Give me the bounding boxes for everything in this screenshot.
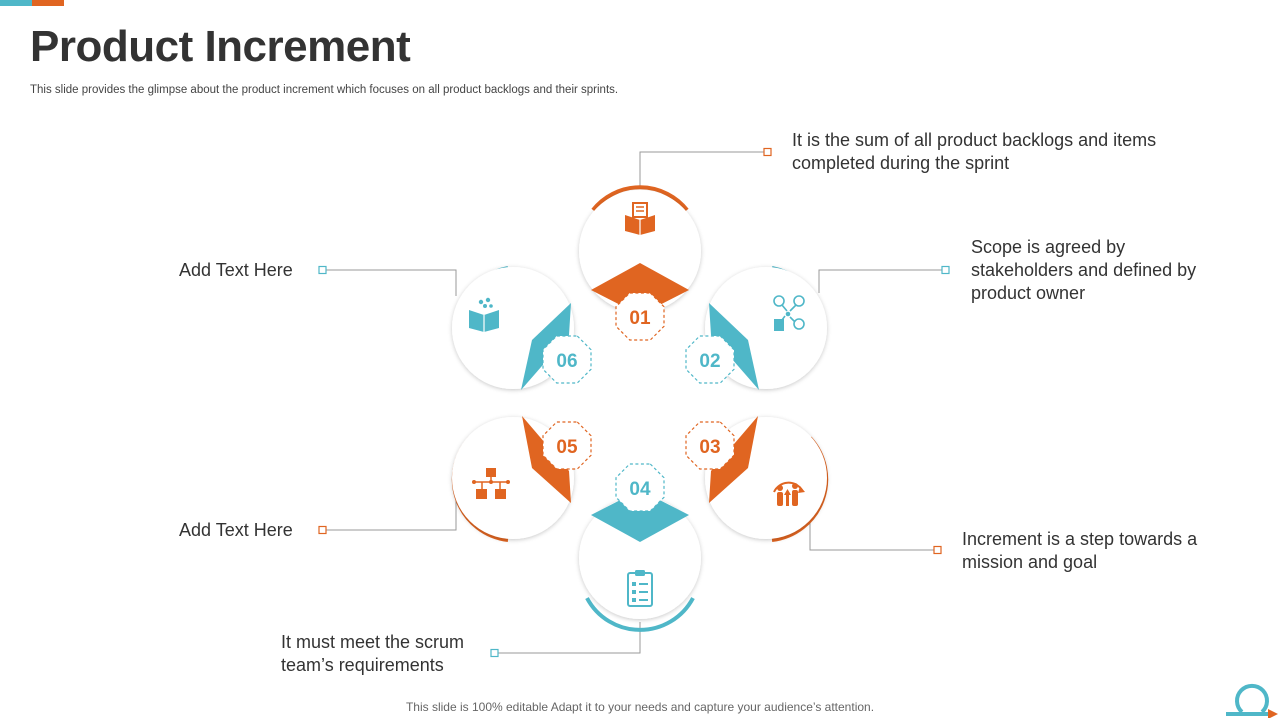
number-badge-02 — [685, 335, 735, 384]
arc-01 — [591, 185, 689, 212]
number-badge-03 — [685, 421, 735, 470]
wedge-02 — [709, 303, 759, 390]
number-label-03: 03 — [699, 437, 720, 458]
connector-marker-05 — [318, 525, 327, 535]
wedge-03 — [709, 416, 758, 503]
footer-note: This slide is 100% editable Adapt it to … — [405, 700, 875, 714]
step-text-06: Add Text Here — [179, 260, 293, 280]
connector-marker-03 — [933, 545, 942, 555]
step-text-04: It must meet the scrum team’s requiremen… — [281, 632, 465, 675]
connector-marker-02 — [941, 265, 950, 275]
box-hierarchy-icon — [472, 468, 510, 499]
connector-line-03 — [809, 517, 934, 551]
connector-line-04 — [498, 622, 641, 654]
number-badge-01 — [615, 292, 665, 341]
arc-04 — [585, 597, 695, 632]
refresh-logo-icon — [1226, 683, 1278, 718]
wedge-04 — [591, 490, 689, 542]
wedge-05 — [522, 416, 571, 503]
step-text-03: Increment is a step towards a mission an… — [962, 529, 1198, 572]
page-subtitle: This slide provides the glimpse about th… — [30, 84, 619, 96]
open-box-icon — [469, 297, 499, 332]
wedge-01 — [591, 263, 689, 315]
number-label-01: 01 — [629, 308, 651, 329]
step-text-05: Add Text Here — [179, 520, 293, 540]
connector-line-06 — [326, 269, 457, 296]
connector-marker-06 — [318, 265, 327, 275]
page-title: Product Increment — [30, 22, 411, 71]
people-growth-icon — [773, 481, 805, 506]
corner-accent-teal — [0, 0, 32, 6]
number-label-02: 02 — [699, 351, 720, 372]
connector-line-01 — [639, 151, 764, 186]
number-label-04: 04 — [629, 479, 651, 500]
clipboard-checklist-icon — [627, 570, 653, 607]
step-text-02: Scope is agreed by stakeholders and defi… — [971, 237, 1197, 303]
stakeholder-network-icon — [773, 295, 805, 331]
connector-line-05 — [326, 494, 457, 531]
number-badge-05 — [542, 421, 592, 470]
number-badge-04 — [615, 463, 665, 512]
connector-marker-04 — [490, 648, 499, 658]
corner-accent-orange — [32, 0, 64, 6]
step-text-01: It is the sum of all product backlogs an… — [792, 130, 1157, 173]
box-with-document-icon — [625, 202, 655, 235]
connector-marker-01 — [763, 147, 772, 157]
petal-circle-04 — [579, 497, 701, 619]
number-label-05: 05 — [556, 437, 578, 458]
connector-line-02 — [818, 269, 942, 293]
number-label-06: 06 — [556, 351, 577, 372]
number-badge-06 — [542, 335, 592, 384]
